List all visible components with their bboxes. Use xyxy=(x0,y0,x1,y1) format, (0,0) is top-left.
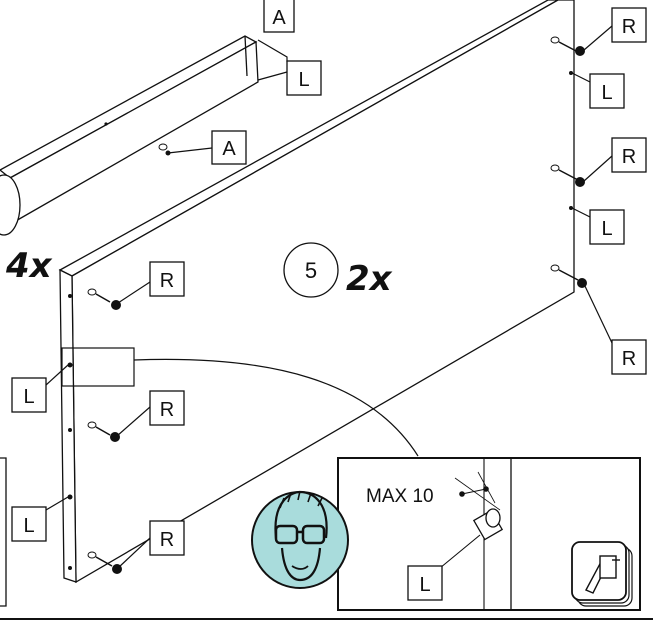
svg-text:A: A xyxy=(272,7,286,29)
tool-icon xyxy=(571,541,633,607)
svg-text:R: R xyxy=(622,146,636,168)
label-box-r: R xyxy=(611,7,647,43)
svg-text:L: L xyxy=(23,515,34,537)
rail-hole xyxy=(104,122,108,126)
label-box-l: L xyxy=(286,60,322,96)
svg-text:R: R xyxy=(622,348,636,370)
panel-edge-holes xyxy=(67,71,573,570)
label-box-a: A xyxy=(263,0,295,33)
step-number: 5 xyxy=(283,242,339,298)
svg-text:R: R xyxy=(160,399,174,421)
label-box-l: L xyxy=(589,73,625,109)
svg-text:R: R xyxy=(160,529,174,551)
label-box-r: R xyxy=(611,137,647,173)
svg-text:L: L xyxy=(298,69,309,91)
multiplier-4x: 4x xyxy=(5,246,53,286)
safety-goggles-icon xyxy=(251,490,349,589)
r-screw xyxy=(550,36,585,56)
r-screw xyxy=(550,164,585,187)
previous-step-frame-edge xyxy=(0,457,7,607)
svg-text:L: L xyxy=(601,218,612,240)
r-screw xyxy=(87,421,120,442)
label-box-r: R xyxy=(149,390,185,426)
svg-text:5: 5 xyxy=(305,258,317,283)
rail-beam xyxy=(0,35,259,236)
svg-text:A: A xyxy=(222,138,236,160)
label-box-l: L xyxy=(589,209,625,245)
svg-text:R: R xyxy=(160,270,174,292)
a-pin xyxy=(158,143,171,156)
label-box-a: A xyxy=(211,130,247,165)
leader-lines xyxy=(45,25,613,569)
zoom-highlight-box xyxy=(61,347,135,387)
svg-text:L: L xyxy=(601,82,612,104)
label-box-l: L xyxy=(11,377,47,413)
label-box-r: R xyxy=(149,520,185,556)
r-screw xyxy=(87,288,121,310)
zoom-connector xyxy=(133,358,419,457)
detail-label-l: L xyxy=(419,574,430,596)
multiplier-2x: 2x xyxy=(346,259,393,299)
label-box-l: L xyxy=(11,506,47,542)
label-box-r: R xyxy=(611,339,647,375)
dowel-pin xyxy=(472,508,504,541)
svg-text:L: L xyxy=(23,386,34,408)
svg-text:R: R xyxy=(622,16,636,38)
max-10-label: MAX 10 xyxy=(366,486,434,507)
label-box-r: R xyxy=(149,261,185,297)
